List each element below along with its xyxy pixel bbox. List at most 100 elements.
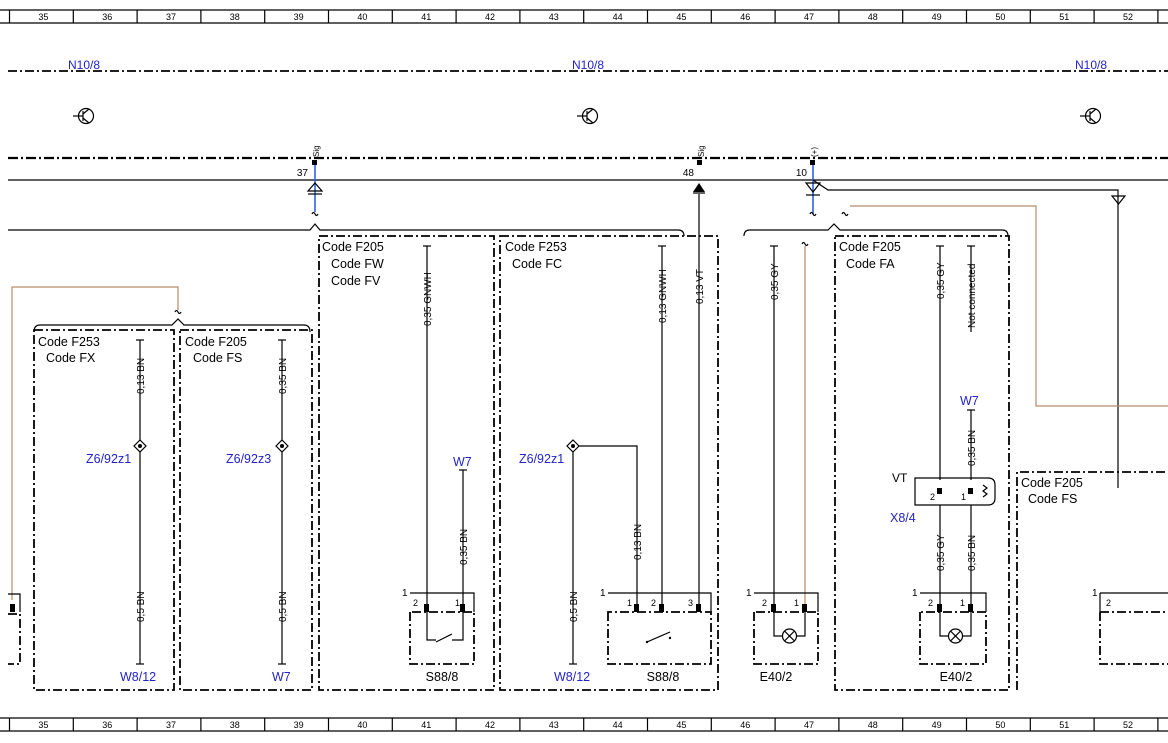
pin-number: 1 — [627, 598, 632, 608]
grid-number: 38 — [230, 720, 240, 730]
code-label: Code FX — [46, 351, 96, 365]
grid-number: 49 — [932, 720, 942, 730]
wire-label: 0,13 BN — [633, 524, 644, 560]
grid-number: 45 — [676, 12, 686, 22]
grid-number: 40 — [357, 12, 367, 22]
wire[interactable] — [573, 445, 638, 608]
grid-number: 48 — [868, 12, 878, 22]
pin-number: 1 — [1092, 588, 1098, 599]
pin-number: 2 — [413, 598, 418, 608]
code-label: Code FS — [1028, 492, 1077, 506]
bus-pin-37[interactable]: Sig 37 — [297, 145, 321, 179]
pin-number: 37 — [297, 168, 309, 179]
wire-label: 0,35 GNWH — [423, 272, 434, 326]
pin-number: 1 — [402, 588, 408, 599]
partial-component: 1 2 — [1092, 588, 1168, 665]
shielded-wire[interactable] — [850, 205, 1168, 407]
pin-number: 2 — [928, 598, 933, 608]
grid-number: 47 — [804, 12, 814, 22]
lamp-e40-2[interactable]: 1 2 1 — [912, 588, 987, 665]
wire-label: 0,13 GNWH — [658, 269, 669, 323]
grid-number: 39 — [294, 12, 304, 22]
code-block-border — [1016, 471, 1168, 690]
bus-pin-48[interactable]: Sig 48 — [683, 145, 706, 179]
code-label: Code F205 — [1021, 476, 1083, 490]
component-ref[interactable]: N10/8 — [1075, 58, 1107, 72]
grid-number: 46 — [740, 720, 750, 730]
splice-ref[interactable]: Z6/92z3 — [226, 452, 271, 466]
grid-number: 38 — [230, 12, 240, 22]
pin-number: 1 — [455, 598, 460, 608]
grid-number: 46 — [740, 12, 750, 22]
component-ref[interactable]: N10/8 — [68, 58, 100, 72]
code-label: Code FC — [512, 257, 562, 271]
ground-ref[interactable]: W8/12 — [554, 670, 590, 684]
component-name: S88/8 — [647, 670, 680, 684]
connector-ref[interactable]: X8/4 — [890, 511, 916, 525]
pin-number: 48 — [683, 168, 695, 179]
pin-signal-label: Sig — [312, 145, 321, 157]
code-label: Code F253 — [505, 240, 567, 254]
grid-number: 42 — [485, 720, 495, 730]
grid-number: 44 — [613, 12, 623, 22]
grid-number: 43 — [549, 12, 559, 22]
shielded-wire[interactable] — [11, 286, 179, 600]
code-block-border — [318, 235, 495, 691]
wire-label: 0,5 BN — [569, 591, 580, 622]
pin-number: 1 — [961, 492, 966, 502]
switch-s88-8[interactable]: 1 1 2 3 — [600, 588, 712, 665]
grid-number: 35 — [38, 12, 48, 22]
component-name: E40/2 — [940, 670, 973, 684]
code-label: Code F205 — [839, 240, 901, 254]
grid-number: 43 — [549, 720, 559, 730]
ground-ref[interactable]: W8/12 — [120, 670, 156, 684]
grid-number: 51 — [1059, 12, 1069, 22]
grid-number: 51 — [1059, 720, 1069, 730]
splice-ref[interactable]: Z6/92z1 — [86, 452, 131, 466]
wire-label: 0,35 GY — [936, 534, 947, 571]
wire-label: 0,35 BN — [967, 430, 978, 466]
lamp-icon — [947, 628, 964, 644]
bus-pin-10[interactable]: (+) 10 — [796, 147, 819, 179]
grid-number: 49 — [932, 12, 942, 22]
lamp-icon — [781, 628, 798, 644]
lamp-e40-2[interactable]: 1 2 1 — [746, 588, 819, 665]
splice-ref[interactable]: Z6/92z1 — [519, 452, 564, 466]
ground-ref[interactable]: W7 — [453, 455, 472, 469]
group-brace — [743, 223, 1009, 237]
pin-number: 2 — [762, 598, 767, 608]
code-label: Code F205 — [322, 240, 384, 254]
grid-number: 36 — [102, 720, 112, 730]
transistor-symbol — [577, 107, 599, 125]
switch-s88-8[interactable]: 1 2 1 — [402, 588, 475, 665]
wire-label: 0,35 GY — [770, 263, 781, 300]
grid-number: 37 — [166, 12, 176, 22]
wire-label: 0,5 BN — [278, 591, 289, 622]
group-brace — [8, 223, 685, 237]
pin-number: 1 — [600, 588, 606, 599]
grid-number: 47 — [804, 720, 814, 730]
transistor-symbol — [73, 107, 95, 125]
grid-number: 44 — [613, 720, 623, 730]
code-block-border — [499, 235, 719, 691]
up-arrow-icon — [693, 183, 705, 192]
grid-number: 37 — [166, 720, 176, 730]
wire-label: 0,35 BN — [459, 529, 470, 565]
code-block-border — [179, 329, 313, 691]
component-ref[interactable]: N10/8 — [572, 58, 604, 72]
wire-label: Not connected — [967, 264, 978, 329]
resistor-icon — [982, 484, 988, 498]
connector-color-label: VT — [892, 471, 908, 485]
ground-ref[interactable]: W7 — [960, 394, 979, 408]
pin-number: 1 — [960, 598, 965, 608]
ground-wire[interactable] — [812, 179, 1119, 488]
pin-number: 1 — [912, 588, 918, 599]
component-name: S88/8 — [426, 670, 459, 684]
code-label: Code FA — [846, 257, 895, 271]
ground-ref[interactable]: W7 — [272, 670, 291, 684]
group-brace — [33, 318, 311, 333]
connector-x8-4[interactable]: 2 1 VT — [892, 471, 996, 506]
